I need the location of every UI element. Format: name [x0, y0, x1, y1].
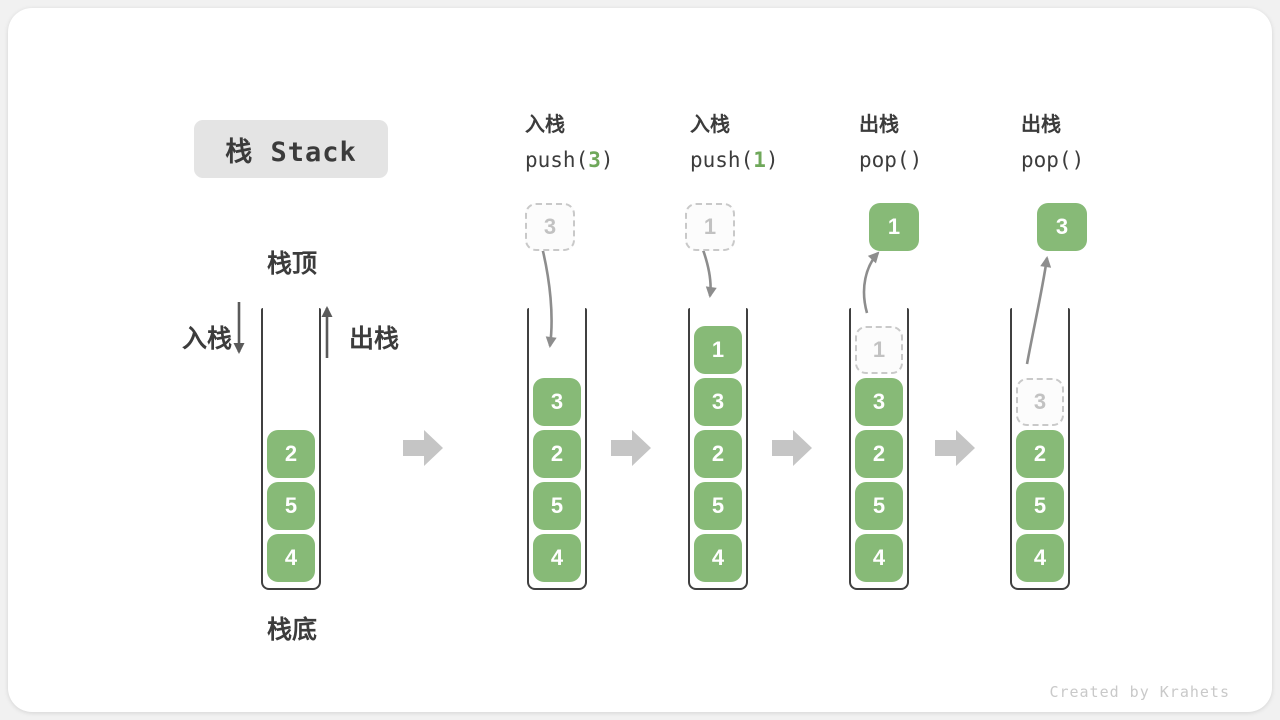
stack-cell: 3: [694, 378, 742, 426]
floating-value-dashed: 3: [525, 203, 575, 251]
stack-bottom-label: 栈底: [266, 616, 317, 644]
stack-cell: 5: [694, 482, 742, 530]
stack-cell: 4: [267, 534, 315, 582]
title-badge: 栈 Stack: [194, 120, 388, 178]
op-label-pop-3: 出栈 pop(): [1021, 112, 1084, 173]
op-code: push(3): [525, 148, 614, 172]
op-code: pop(): [1021, 148, 1085, 172]
stack-cell: 4: [694, 534, 742, 582]
stack-cell: 5: [267, 482, 315, 530]
op-name: 出栈: [859, 114, 899, 136]
op-code-arg: 1: [753, 148, 766, 172]
ghost-cell: 3: [1016, 378, 1064, 426]
op-name: 入栈: [690, 114, 730, 136]
stack-cell: 5: [533, 482, 581, 530]
stack-cell: 2: [533, 430, 581, 478]
op-name: 出栈: [1021, 114, 1061, 136]
push-side-label: 入栈: [181, 325, 232, 353]
stack-cell: 2: [855, 430, 903, 478]
stack-cell: 5: [855, 482, 903, 530]
stack-cell: 4: [1016, 534, 1064, 582]
watermark: Created by Krahets: [1049, 683, 1230, 701]
op-label-push-1: 入栈 push(1): [690, 112, 779, 173]
op-code: push(1): [690, 148, 779, 172]
diagram-card: 栈 Stack 栈顶 栈底 入栈 出栈 入栈 push(3) 入栈 push(1…: [8, 8, 1272, 712]
stack-top-label: 栈顶: [266, 250, 317, 278]
op-name: 入栈: [525, 114, 565, 136]
title-label: 栈 Stack: [225, 136, 357, 168]
stack-cell: 3: [533, 378, 581, 426]
stack-cell: 4: [855, 534, 903, 582]
floating-value-dashed: 1: [685, 203, 735, 251]
op-label-push-3: 入栈 push(3): [525, 112, 614, 173]
op-code: pop(): [859, 148, 923, 172]
floating-value-solid: 1: [869, 203, 919, 251]
op-label-pop-1: 出栈 pop(): [859, 112, 922, 173]
stack-cell: 2: [694, 430, 742, 478]
op-code-arg: 3: [588, 148, 601, 172]
stack-cell: 5: [1016, 482, 1064, 530]
stack-cell: 3: [855, 378, 903, 426]
floating-value-solid: 3: [1037, 203, 1087, 251]
stack-cell: 2: [267, 430, 315, 478]
pop-side-label: 出栈: [349, 325, 400, 353]
stack-cell: 4: [533, 534, 581, 582]
ghost-cell: 1: [855, 326, 903, 374]
stack-cell: 2: [1016, 430, 1064, 478]
stack-cell: 1: [694, 326, 742, 374]
